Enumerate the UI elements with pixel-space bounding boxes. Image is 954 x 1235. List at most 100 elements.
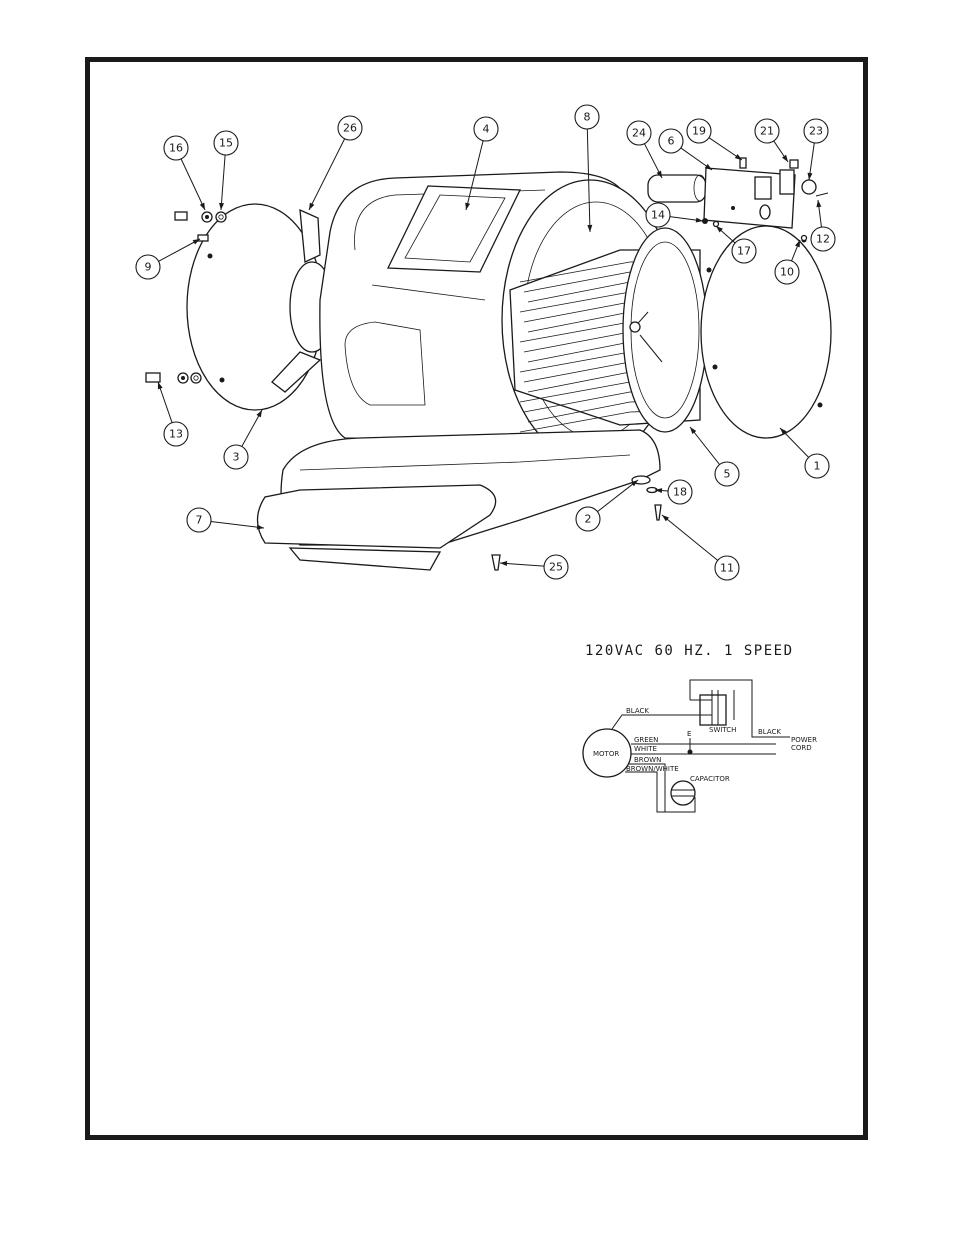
hardware-left-top <box>174 211 227 242</box>
callout-bubble-18 <box>667 479 693 505</box>
wire-black-1: BLACK <box>626 707 649 715</box>
callout-4: 4 <box>465 116 499 211</box>
wire-brown-white: BROWN/WHITE <box>626 765 679 773</box>
callout-number-16: 16 <box>169 142 183 155</box>
switch-label: SWITCH <box>709 726 736 734</box>
callout-bubble-15 <box>213 130 239 156</box>
callout-bubble-13 <box>163 421 189 447</box>
callout-11: 11 <box>661 514 740 581</box>
callout-number-12: 12 <box>816 233 830 246</box>
callout-number-9: 9 <box>145 261 152 274</box>
cord-strain-relief <box>801 179 817 195</box>
callout-arrowhead-16 <box>199 202 205 210</box>
callout-leader-11 <box>661 514 719 561</box>
blower-wheel <box>509 227 708 433</box>
callout-2: 2 <box>575 479 639 532</box>
callout-leader-7 <box>210 520 265 529</box>
callout-arrowhead-21 <box>782 154 788 162</box>
callout-arrowhead-13 <box>157 382 163 390</box>
callout-5: 5 <box>689 426 740 487</box>
callout-6: 6 <box>658 128 713 171</box>
rocker-switch <box>754 176 772 200</box>
callout-8: 8 <box>574 104 600 233</box>
callout-18: 18 <box>654 479 693 505</box>
callout-number-24: 24 <box>632 127 646 140</box>
capacitor-symbol <box>670 780 696 806</box>
callout-arrowhead-26 <box>309 202 315 210</box>
callout-number-10: 10 <box>780 266 794 279</box>
callout-arrowhead-23 <box>807 172 813 180</box>
capacitor-label: CAPACITOR <box>690 775 730 783</box>
callout-13: 13 <box>157 381 189 447</box>
callout-leader-25 <box>499 562 545 567</box>
foot-screw <box>654 504 662 521</box>
callout-leader-4 <box>465 140 484 211</box>
power-cord-label-1: POWER <box>791 736 817 744</box>
housing-handle-recess <box>386 185 522 273</box>
switch-plate <box>703 167 796 229</box>
wire-white: WHITE <box>634 745 657 753</box>
callout-number-25: 25 <box>549 561 563 574</box>
callout-9: 9 <box>135 238 201 280</box>
base-screw <box>491 554 501 571</box>
callout-number-23: 23 <box>809 125 823 138</box>
callout-number-6: 6 <box>668 135 675 148</box>
callout-arrowhead-19 <box>734 154 742 160</box>
callout-number-15: 15 <box>219 137 233 150</box>
callout-leader-5 <box>689 426 720 465</box>
motor-symbol <box>582 728 632 778</box>
switch-cover <box>779 169 795 195</box>
callout-number-7: 7 <box>196 514 203 527</box>
ground-mark: E <box>687 730 691 738</box>
callout-15: 15 <box>213 130 239 211</box>
wire-black-2: BLACK <box>758 728 781 736</box>
callout-leader-15 <box>220 154 226 211</box>
motor-bracket-bottom <box>271 351 322 393</box>
callout-leader-8 <box>586 128 591 233</box>
wire-brown: BROWN <box>634 756 661 764</box>
callout-bubble-21 <box>754 118 780 144</box>
callout-arrowhead-25 <box>500 561 508 566</box>
callout-bubble-7 <box>186 507 212 533</box>
callout-bubble-5 <box>714 461 740 487</box>
callout-bubble-26 <box>337 115 363 141</box>
callout-arrowhead-4 <box>465 202 471 210</box>
callout-bubble-17 <box>731 238 757 264</box>
base-skid <box>256 484 497 549</box>
callout-7: 7 <box>186 507 265 533</box>
callout-bubble-23 <box>803 118 829 144</box>
wiring-diagram: 120VAC 60 HZ. 1 SPEED MOTOR SWITCH BLACK… <box>582 643 817 813</box>
callout-bubble-16 <box>163 135 189 161</box>
callout-arrowhead-15 <box>219 202 225 210</box>
callout-number-14: 14 <box>651 209 665 222</box>
skid-foot-plate <box>288 547 442 571</box>
callout-bubble-8 <box>574 104 600 130</box>
callout-arrowhead-5 <box>690 427 697 435</box>
callout-number-5: 5 <box>724 468 731 481</box>
callout-arrowhead-12 <box>816 200 822 208</box>
callout-arrowhead-14 <box>695 217 703 223</box>
callout-number-3: 3 <box>233 451 240 464</box>
callout-26: 26 <box>308 115 363 211</box>
callout-bubble-25 <box>543 554 569 580</box>
callout-bubble-9 <box>135 254 161 280</box>
callout-arrowhead-18 <box>655 488 663 494</box>
hardware-left-bottom <box>145 372 202 384</box>
callout-arrowhead-17 <box>716 226 723 233</box>
callout-leader-26 <box>308 138 346 211</box>
callout-arrowhead-10 <box>795 240 800 248</box>
callout-10: 10 <box>774 239 801 285</box>
callout-arrowhead-7 <box>256 524 264 530</box>
callout-bubble-2 <box>575 506 601 532</box>
callout-number-19: 19 <box>692 125 706 138</box>
callout-bubble-11 <box>714 555 740 581</box>
callout-19: 19 <box>686 118 743 161</box>
callout-arrowhead-24 <box>656 170 662 178</box>
callout-number-21: 21 <box>760 125 774 138</box>
callout-number-26: 26 <box>343 122 357 135</box>
capacitor-body <box>647 174 707 203</box>
callout-leader-9 <box>158 238 201 262</box>
callout-bubble-19 <box>686 118 712 144</box>
motor-label: MOTOR <box>593 750 619 758</box>
callout-arrowhead-8 <box>587 224 593 232</box>
